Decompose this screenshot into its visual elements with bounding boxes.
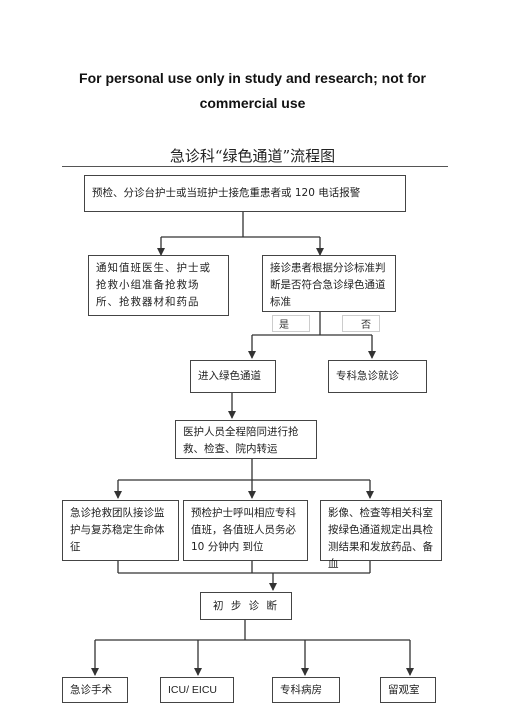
- notify-box: 通知值班医生、护士或抢救小组准备抢救场所、抢救器材和药品: [88, 255, 229, 316]
- outcome-specialist-ward: 专科病房: [272, 677, 340, 703]
- escort-box: 医护人员全程陪同进行抢救、检查、院内转运: [175, 420, 317, 459]
- judge-box: 接诊患者根据分诊标准判断是否符合急诊绿色通道标准: [262, 255, 396, 312]
- specialist-visit-box: 专科急诊就诊: [328, 360, 427, 393]
- imaging-box: 影像、检查等相关科室按绿色通道规定出具检测结果和发放药品、备血: [320, 500, 442, 570]
- no-label: 否: [342, 315, 380, 332]
- flowchart-title: 急诊科“绿色通道”流程图: [169, 147, 336, 165]
- usage-notice-line-2: commercial use: [199, 95, 306, 111]
- usage-notice-line-1: For personal use only in study and resea…: [79, 70, 426, 86]
- preliminary-diagnosis-box: 初 步 诊 断: [200, 592, 292, 620]
- title-underline: [62, 166, 448, 167]
- outcome-icu: ICU/ EICU: [160, 677, 234, 703]
- triage-call-box: 预检护士呼叫相应专科值班，各值班人员务必 10 分钟内 到位: [183, 500, 308, 561]
- outcome-emergency-surgery: 急诊手术: [62, 677, 128, 703]
- green-channel-box: 进入绿色通道: [190, 360, 276, 393]
- outcome-observation-room: 留观室: [380, 677, 436, 703]
- start-box: 预检、分诊台护士或当班护士接危重患者或 120 电话报警: [84, 175, 406, 212]
- rescue-team-box: 急诊抢救团队接诊监护与复苏稳定生命体征: [62, 500, 179, 561]
- yes-label: 是: [272, 315, 310, 332]
